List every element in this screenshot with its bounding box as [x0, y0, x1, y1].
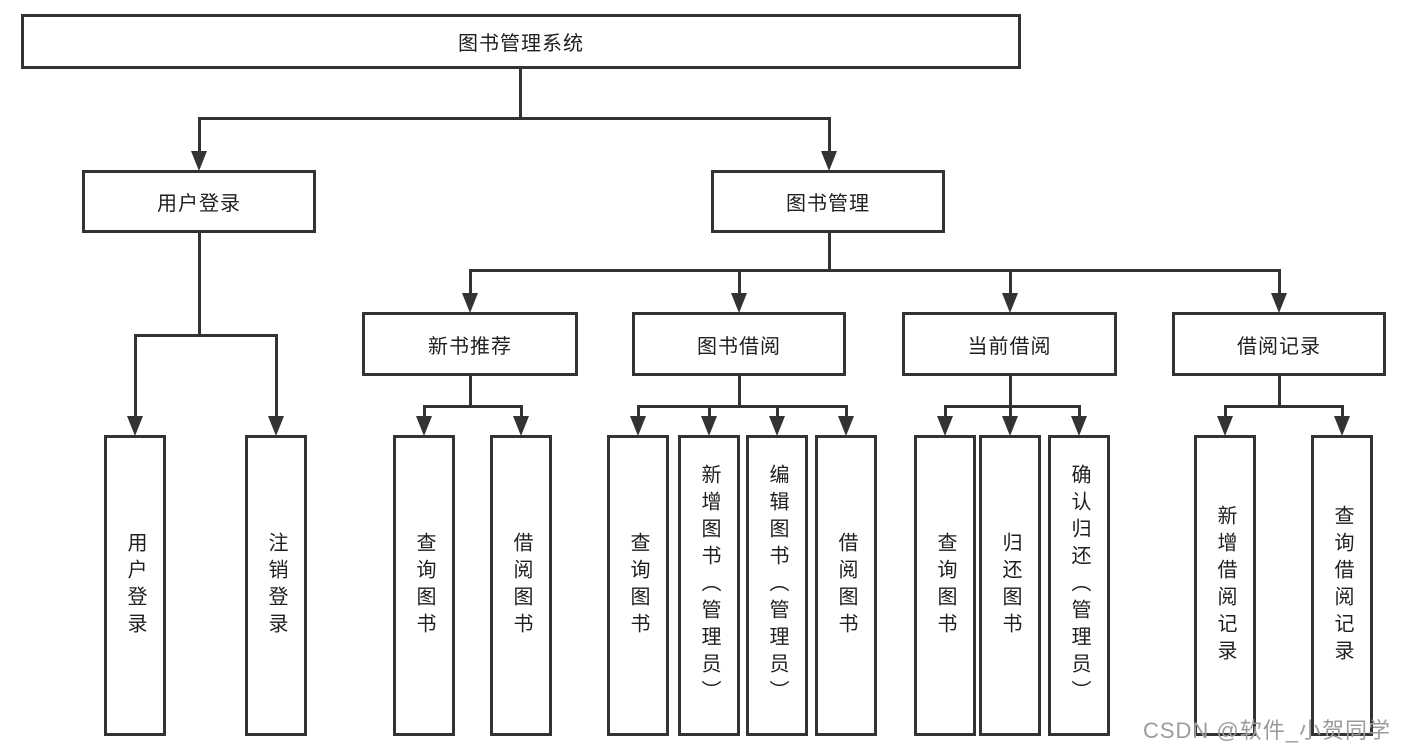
arrow-down-icon — [701, 416, 717, 436]
connector-drop-current-branch — [1009, 406, 1012, 418]
node-current-borrow: 当前借阅 — [902, 312, 1117, 376]
connector-drop-mgmt-branch — [469, 270, 472, 295]
arrow-down-icon — [127, 416, 143, 436]
node-label-book-borrow: 图书借阅 — [697, 335, 781, 358]
node-label-user-login: 用户登录 — [157, 193, 241, 215]
connector-drop-current-branch — [944, 406, 947, 418]
node-label-leaf-borrow-query: 查询图书 — [627, 531, 649, 640]
connector-drop-rec-branch — [423, 406, 426, 418]
arrow-down-icon — [1002, 293, 1018, 313]
connector-drop-login-branch — [275, 335, 278, 418]
node-leaf-borrow-add: 新增图书（管理员） — [678, 435, 740, 736]
connector-stem-rec-branch — [469, 376, 472, 406]
connector-drop-borrow-branch — [845, 406, 848, 418]
arrow-down-icon — [1334, 416, 1350, 436]
node-label-leaf-borrow-edit: 编辑图书（管理员） — [766, 464, 788, 707]
node-label-leaf-current-query: 查询图书 — [934, 531, 956, 640]
node-label-leaf-record-query: 查询借阅记录 — [1331, 504, 1353, 667]
connector-drop-login-branch — [134, 335, 137, 418]
node-leaf-record-query: 查询借阅记录 — [1311, 435, 1373, 736]
node-leaf-borrow-borrow: 借阅图书 — [815, 435, 877, 736]
arrow-down-icon — [1071, 416, 1087, 436]
connector-drop-records-branch — [1224, 406, 1227, 418]
arrow-down-icon — [937, 416, 953, 436]
node-leaf-record-add: 新增借阅记录 — [1194, 435, 1256, 736]
connector-bar-borrow-branch — [637, 405, 848, 408]
connector-drop-root-branch — [828, 118, 831, 153]
node-leaf-current-confirm: 确认归还（管理员） — [1048, 435, 1110, 736]
node-label-borrow-record: 借阅记录 — [1237, 335, 1321, 358]
node-label-leaf-rec-query: 查询图书 — [413, 531, 435, 640]
arrow-down-icon — [1002, 416, 1018, 436]
arrow-down-icon — [416, 416, 432, 436]
connector-drop-rec-branch — [520, 406, 523, 418]
node-book-borrow: 图书借阅 — [632, 312, 846, 376]
arrow-down-icon — [769, 416, 785, 436]
connector-drop-borrow-branch — [708, 406, 711, 418]
node-leaf-borrow-edit: 编辑图书（管理员） — [746, 435, 808, 736]
connector-bar-current-branch — [944, 405, 1081, 408]
node-label-book-mgmt: 图书管理 — [786, 193, 870, 215]
node-leaf-user-login: 用户登录 — [104, 435, 166, 736]
node-leaf-current-return: 归还图书 — [979, 435, 1041, 736]
connector-drop-borrow-branch — [637, 406, 640, 418]
connector-drop-current-branch — [1078, 406, 1081, 418]
arrow-down-icon — [821, 151, 837, 171]
connector-drop-mgmt-branch — [1009, 270, 1012, 295]
connector-drop-borrow-branch — [776, 406, 779, 418]
node-borrow-record: 借阅记录 — [1172, 312, 1386, 376]
arrow-down-icon — [1217, 416, 1233, 436]
node-label-leaf-rec-borrow: 借阅图书 — [510, 531, 532, 640]
connector-stem-current-branch — [1009, 376, 1012, 406]
node-label-current-borrow: 当前借阅 — [967, 335, 1052, 358]
node-label-leaf-current-confirm: 确认归还（管理员） — [1068, 464, 1090, 707]
connector-stem-login-branch — [198, 233, 201, 335]
node-user-login: 用户登录 — [82, 170, 316, 233]
node-leaf-logout: 注销登录 — [245, 435, 307, 736]
arrow-down-icon — [838, 416, 854, 436]
node-label-leaf-user-login: 用户登录 — [124, 531, 146, 640]
node-leaf-rec-query: 查询图书 — [393, 435, 455, 736]
connector-bar-rec-branch — [423, 405, 523, 408]
connector-bar-mgmt-branch — [469, 269, 1281, 272]
node-label-root: 图书管理系统 — [458, 33, 584, 55]
connector-stem-mgmt-branch — [828, 233, 831, 270]
connector-stem-root-branch — [519, 69, 522, 118]
node-label-new-book-rec: 新书推荐 — [428, 335, 512, 358]
node-label-leaf-record-add: 新增借阅记录 — [1214, 504, 1236, 667]
arrow-down-icon — [1271, 293, 1287, 313]
connector-drop-root-branch — [198, 118, 201, 153]
node-label-leaf-borrow-add: 新增图书（管理员） — [698, 464, 720, 707]
node-label-leaf-current-return: 归还图书 — [999, 531, 1021, 640]
node-label-leaf-logout: 注销登录 — [265, 531, 287, 640]
connector-bar-root-branch — [198, 117, 831, 120]
node-root: 图书管理系统 — [21, 14, 1021, 69]
arrow-down-icon — [513, 416, 529, 436]
connector-bar-records-branch — [1224, 405, 1344, 408]
connector-drop-mgmt-branch — [1278, 270, 1281, 295]
arrow-down-icon — [191, 151, 207, 171]
connector-stem-records-branch — [1278, 376, 1281, 406]
arrow-down-icon — [268, 416, 284, 436]
node-leaf-rec-borrow: 借阅图书 — [490, 435, 552, 736]
csdn-watermark: CSDN @软件_小贺同学 — [1142, 718, 1391, 743]
connector-drop-mgmt-branch — [738, 270, 741, 295]
arrow-down-icon — [462, 293, 478, 313]
node-new-book-rec: 新书推荐 — [362, 312, 578, 376]
connector-drop-records-branch — [1341, 406, 1344, 418]
arrow-down-icon — [630, 416, 646, 436]
node-book-mgmt: 图书管理 — [711, 170, 945, 233]
node-leaf-current-query: 查询图书 — [914, 435, 976, 736]
node-leaf-borrow-query: 查询图书 — [607, 435, 669, 736]
connector-bar-login-branch — [134, 334, 278, 337]
connector-stem-borrow-branch — [738, 376, 741, 406]
arrow-down-icon — [731, 293, 747, 313]
node-label-leaf-borrow-borrow: 借阅图书 — [835, 531, 857, 640]
